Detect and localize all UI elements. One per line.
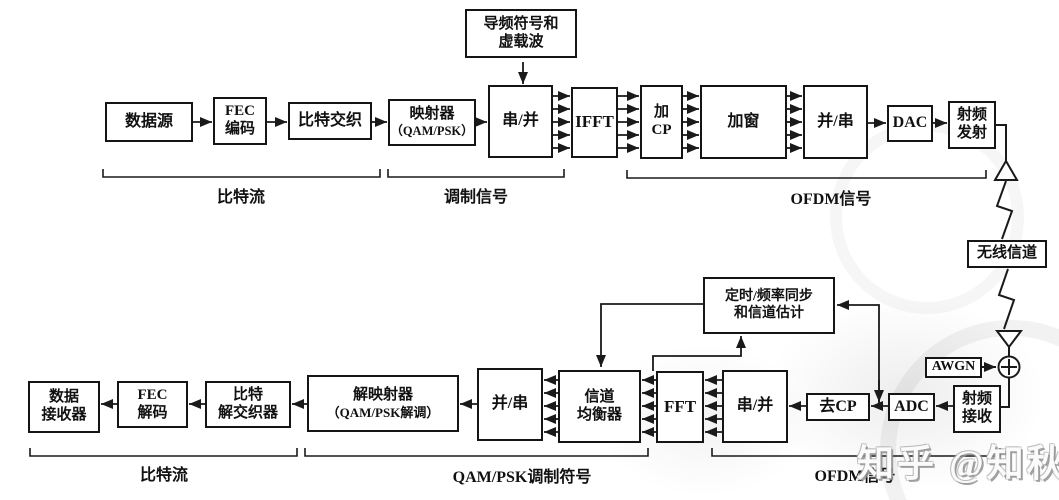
rx-parallel-bundles: [544, 375, 722, 437]
bit-deinterleaver-line1: 比特: [232, 386, 263, 403]
flow-braces: [29, 169, 1001, 457]
rf-rx-line2: 接收: [961, 409, 992, 425]
add-cp-line1: 加: [653, 104, 669, 121]
top-ofdm-signal-label: OFDM信号: [790, 191, 872, 208]
p2s-rx-label: 并/串: [491, 395, 529, 413]
pilot-line2: 虚载波: [498, 33, 544, 50]
demapper-line2: （QAM/PSK解调）: [326, 404, 440, 420]
demapper-line1: 解映射器: [352, 386, 413, 403]
tx-parallel-bundles: [553, 91, 802, 153]
top-bitstream-label: 比特流: [216, 189, 266, 206]
s2p-tx-label: 串/并: [502, 112, 539, 130]
zhihu-watermark: 知乎 @知秋: [857, 444, 1059, 485]
fec-encoder-line1: FEC: [225, 103, 255, 120]
data-source-box: 数据源: [105, 102, 193, 142]
top-modulated-signal-label: 调制信号: [443, 189, 509, 206]
fec-decoder-line2: 解码: [137, 404, 168, 421]
mapper-box: 映射器 （QAM/PSK）: [388, 99, 476, 146]
fec-encoder-line2: 编码: [224, 121, 255, 137]
mapper-line2: （QAM/PSK）: [390, 123, 474, 138]
channel-zigzag-icon: [997, 268, 1016, 330]
rf-receive-box: 射频 接收: [953, 385, 1001, 433]
bottom-ofdm-signal-label: OFDM信号: [814, 468, 896, 485]
channel-zigzag-icon: [995, 180, 1014, 240]
sync-connections: [596, 300, 884, 406]
fec-decoder-box: FEC 解码: [117, 381, 188, 428]
bottom-qampsk-symbols-label: QAM/PSK调制符号: [452, 469, 592, 486]
pilot-subcarrier-box: 导频符号和 虚载波: [465, 9, 577, 58]
rf-tx-line1: 射频: [956, 107, 987, 124]
awgn-box: AWGN: [925, 357, 982, 378]
p2s-tx-label: 并/串: [817, 112, 854, 130]
sync-line2: 和信道估计: [734, 305, 804, 321]
equalizer-line1: 信道: [584, 388, 615, 405]
adc-box: ADC: [888, 393, 935, 421]
rx-antenna-icon: [995, 330, 1023, 349]
bit-interleaver-label: 比特交织: [297, 111, 362, 129]
pilot-line1: 导频符号和: [483, 15, 559, 32]
dac-box: DAC: [887, 105, 933, 142]
serial-to-parallel-rx-box: 串/并: [722, 370, 788, 443]
remove-cp-box: 去CP: [806, 393, 870, 421]
rf-rx-line1: 射频: [961, 391, 992, 408]
sync-channel-estimation-box: 定时/频率同步 和信道估计: [703, 277, 835, 334]
parallel-to-serial-tx-box: 并/串: [803, 85, 868, 159]
data-receiver-box: 数据 接收器: [28, 381, 100, 433]
dac-label: DAC: [892, 114, 928, 132]
sync-line1: 定时/频率同步: [725, 288, 813, 304]
data-receiver-line2: 接收器: [41, 407, 87, 423]
remove-cp-label: 去CP: [819, 397, 857, 415]
awgn-label: AWGN: [931, 359, 976, 375]
ifft-box: IFFT: [571, 87, 618, 158]
windowing-box: 加窗: [700, 85, 787, 159]
channel-equalizer-box: 信道 均衡器: [558, 370, 641, 443]
rf-tx-line2: 发射: [956, 125, 987, 141]
bit-deinterleaver-box: 比特 解交织器: [205, 381, 291, 428]
bit-deinterleaver-line2: 解交织器: [217, 404, 278, 421]
serial-to-parallel-tx-box: 串/并: [488, 85, 553, 158]
demapper-box: 解映射器 （QAM/PSK解调）: [307, 375, 459, 432]
ifft-label: IFFT: [575, 112, 614, 132]
rf-transmit-box: 射频 发射: [948, 101, 996, 149]
bottom-bitstream-label: 比特流: [139, 467, 189, 484]
add-cp-line2: CP: [651, 122, 672, 138]
adc-label: ADC: [894, 397, 929, 415]
wireless-channel-box: 无线信道: [967, 240, 1047, 268]
parallel-to-serial-rx-box: 并/串: [477, 368, 543, 441]
fft-label: FFT: [663, 396, 697, 416]
windowing-label: 加窗: [727, 112, 760, 130]
data-source-label: 数据源: [124, 112, 173, 130]
bit-interleaver-box: 比特交织: [288, 102, 372, 140]
fec-encoder-box: FEC 编码: [213, 97, 267, 145]
mapper-line1: 映射器: [409, 106, 455, 123]
rx-single-arrows: [101, 399, 953, 411]
s2p-rx-label: 串/并: [736, 397, 774, 415]
tx-single-arrows: [193, 62, 947, 128]
wireless-channel-label: 无线信道: [976, 245, 1037, 262]
equalizer-line2: 均衡器: [576, 406, 622, 423]
fft-box: FFT: [656, 371, 704, 443]
data-receiver-line1: 数据: [48, 389, 79, 406]
rf-chain: [982, 124, 1023, 408]
fec-decoder-line1: FEC: [137, 386, 168, 403]
tx-antenna-icon: [993, 159, 1019, 181]
add-cp-box: 加 CP: [640, 85, 683, 159]
